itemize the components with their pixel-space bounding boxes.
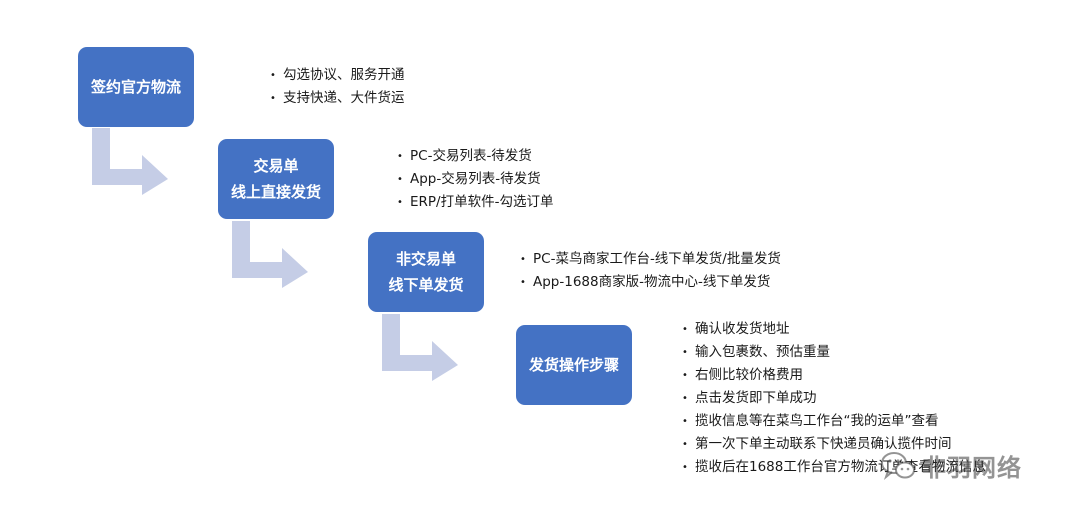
connector-arrow-2 bbox=[232, 221, 308, 288]
list-item: •PC-交易列表-待发货 bbox=[397, 145, 553, 168]
list-item: •App-1688商家版-物流中心-线下单发货 bbox=[520, 271, 781, 294]
list-item: •右侧比较价格费用 bbox=[682, 364, 986, 387]
bullet-icon: • bbox=[682, 439, 688, 450]
watermark: 非羽网络 bbox=[880, 448, 1022, 483]
step-box-trade-order: 交易单 线上直接发货 bbox=[218, 139, 334, 219]
step-2-detail-list: •PC-交易列表-待发货 •App-交易列表-待发货 •ERP/打单软件-勾选订… bbox=[397, 145, 553, 214]
bullet-icon: • bbox=[397, 151, 403, 162]
step-box-title-line: 非交易单 bbox=[395, 250, 456, 268]
step-box-title-line: 发货操作步骤 bbox=[528, 356, 619, 374]
bullet-icon: • bbox=[682, 324, 688, 335]
list-item: •揽收信息等在菜鸟工作台“我的运单”查看 bbox=[682, 410, 986, 433]
list-item: •确认收发货地址 bbox=[682, 318, 986, 341]
step-box-title-line: 线上直接发货 bbox=[230, 183, 321, 201]
connector-arrow-3 bbox=[382, 314, 458, 381]
step-box-non-trade-order: 非交易单 线下单发货 bbox=[368, 232, 484, 312]
list-item: •点击发货即下单成功 bbox=[682, 387, 986, 410]
step-box-title-line: 交易单 bbox=[253, 157, 299, 175]
bullet-icon: • bbox=[682, 393, 688, 404]
step-3-detail-list: •PC-菜鸟商家工作台-线下单发货/批量发货 •App-1688商家版-物流中心… bbox=[520, 248, 781, 294]
connector-arrow-1 bbox=[92, 128, 168, 195]
list-item: •App-交易列表-待发货 bbox=[397, 168, 553, 191]
list-item: •勾选协议、服务开通 bbox=[270, 64, 405, 87]
bullet-icon: • bbox=[270, 70, 276, 81]
step-box-title-line: 签约官方物流 bbox=[90, 78, 181, 96]
bullet-icon: • bbox=[270, 93, 276, 104]
bullet-icon: • bbox=[397, 197, 403, 208]
bullet-icon: • bbox=[682, 370, 688, 381]
watermark-text: 非羽网络 bbox=[922, 454, 1022, 482]
step-box-sign-logistics: 签约官方物流 bbox=[78, 47, 194, 127]
list-item: •第一次下单主动联系下快递员确认揽件时间 bbox=[682, 433, 986, 456]
bullet-icon: • bbox=[682, 416, 688, 427]
list-item: •PC-菜鸟商家工作台-线下单发货/批量发货 bbox=[520, 248, 781, 271]
bullet-icon: • bbox=[682, 462, 688, 473]
list-item: •ERP/打单软件-勾选订单 bbox=[397, 191, 553, 214]
step-box-shipping-steps: 发货操作步骤 bbox=[516, 325, 632, 405]
bullet-icon: • bbox=[397, 174, 403, 185]
bullet-icon: • bbox=[520, 254, 526, 265]
list-item: •支持快递、大件货运 bbox=[270, 87, 405, 110]
list-item: •输入包裹数、预估重量 bbox=[682, 341, 986, 364]
step-box-title-line: 线下单发货 bbox=[388, 276, 464, 294]
bullet-icon: • bbox=[682, 347, 688, 358]
step-1-detail-list: •勾选协议、服务开通 •支持快递、大件货运 bbox=[270, 64, 405, 110]
wechat-icon bbox=[881, 451, 915, 480]
bullet-icon: • bbox=[520, 277, 526, 288]
